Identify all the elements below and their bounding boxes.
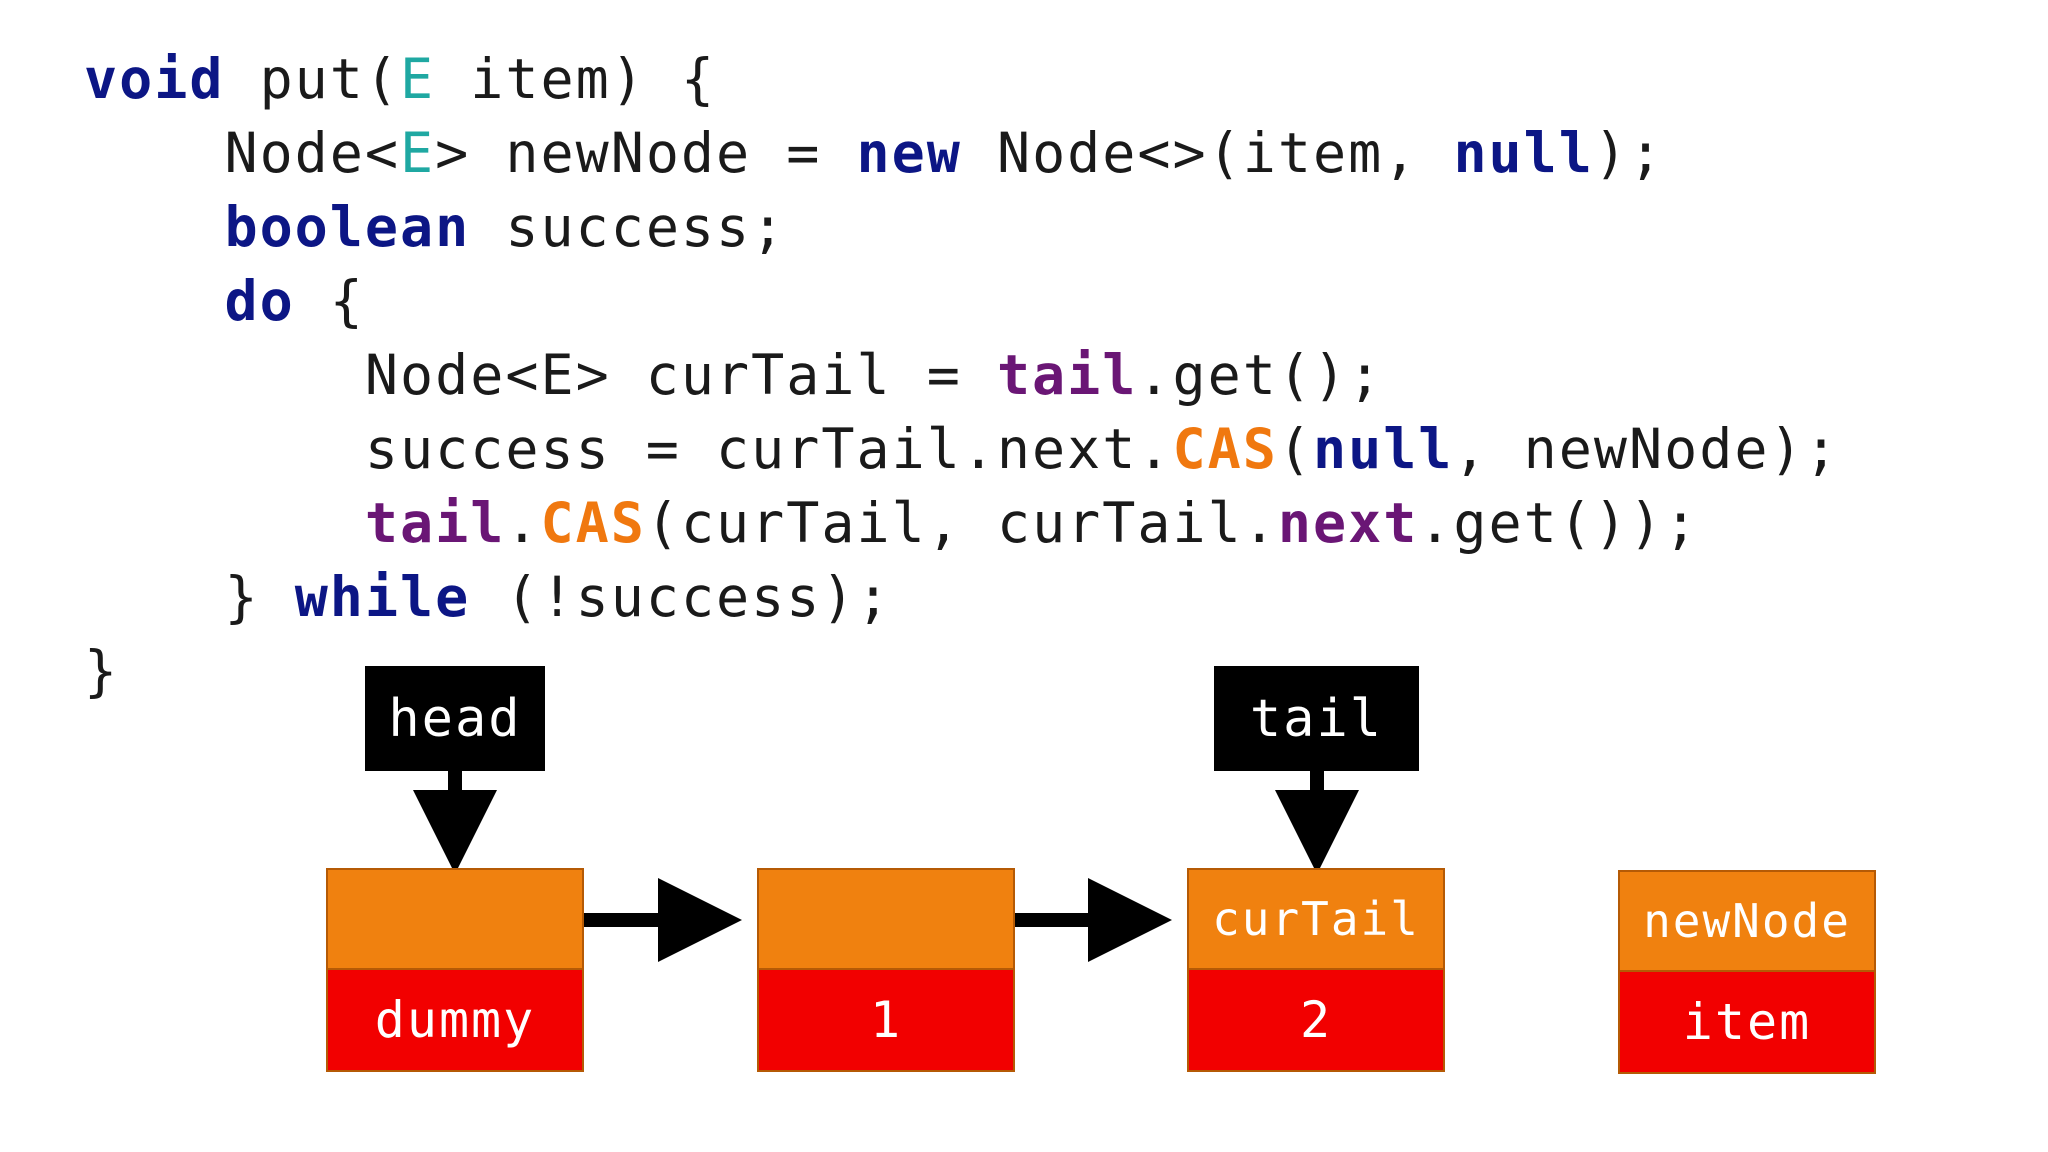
code-line: success = curTail.next.CAS(null, newNode… xyxy=(84,412,1840,486)
code-token: success = curTail.next. xyxy=(84,417,1173,481)
code-line: } while (!success); xyxy=(84,560,1840,634)
node-newnode: newNode item xyxy=(1618,870,1876,1074)
code-token: void xyxy=(84,47,225,111)
code-token: new xyxy=(856,121,962,185)
code-token: E xyxy=(400,47,436,111)
code-token: item) { xyxy=(435,47,717,111)
code-token: CAS xyxy=(1172,417,1278,481)
code-token: CAS xyxy=(540,491,646,555)
code-token: } xyxy=(84,565,295,629)
node-next-field xyxy=(757,868,1015,970)
code-token: ( xyxy=(1277,417,1313,481)
code-token: while xyxy=(294,565,471,629)
code-block: void put(E item) { Node<E> newNode = new… xyxy=(84,42,1840,708)
code-token: ); xyxy=(1593,121,1665,185)
node-dummy: dummy xyxy=(326,868,584,1072)
code-line: boolean success; xyxy=(84,190,1840,264)
node-value-field: 2 xyxy=(1187,970,1445,1072)
code-token: tail xyxy=(364,491,506,555)
code-token: } xyxy=(84,639,120,703)
node-value-field: 1 xyxy=(757,970,1015,1072)
code-token: null xyxy=(1453,121,1594,185)
code-token: , newNode); xyxy=(1453,417,1840,481)
code-token: > newNode = xyxy=(435,121,857,185)
code-line: } xyxy=(84,634,1840,708)
head-pointer-label: head xyxy=(365,666,545,771)
code-token: E xyxy=(400,121,436,185)
code-line: Node<E> newNode = new Node<>(item, null)… xyxy=(84,116,1840,190)
tail-pointer-label: tail xyxy=(1214,666,1419,771)
code-token: . xyxy=(505,491,541,555)
code-token: put( xyxy=(224,47,401,111)
code-token: { xyxy=(294,269,365,333)
code-token: success; xyxy=(470,195,787,259)
code-token: do xyxy=(224,269,295,333)
code-token: .get()); xyxy=(1418,491,1700,555)
code-token: .get(); xyxy=(1137,343,1384,407)
code-line: void put(E item) { xyxy=(84,42,1840,116)
node-value-field: dummy xyxy=(326,970,584,1072)
node-next-field: curTail xyxy=(1187,868,1445,970)
code-line: tail.CAS(curTail, curTail.next.get()); xyxy=(84,486,1840,560)
code-token: (curTail, curTail. xyxy=(645,491,1278,555)
code-token: next xyxy=(1277,491,1419,555)
code-token: null xyxy=(1312,417,1454,481)
node-next-field xyxy=(326,868,584,970)
code-token: Node< xyxy=(84,121,401,185)
code-token: Node<>(item, xyxy=(961,121,1454,185)
code-line: do { xyxy=(84,264,1840,338)
code-token: tail xyxy=(996,343,1138,407)
code-line: Node<E> curTail = tail.get(); xyxy=(84,338,1840,412)
code-token: Node<E> curTail = xyxy=(84,343,997,407)
node-next-field: newNode xyxy=(1618,870,1876,972)
node-value-field: item xyxy=(1618,972,1876,1074)
code-token: boolean xyxy=(224,195,471,259)
node-2-curtail: curTail 2 xyxy=(1187,868,1445,1072)
code-token: (!success); xyxy=(470,565,892,629)
node-1: 1 xyxy=(757,868,1015,1072)
